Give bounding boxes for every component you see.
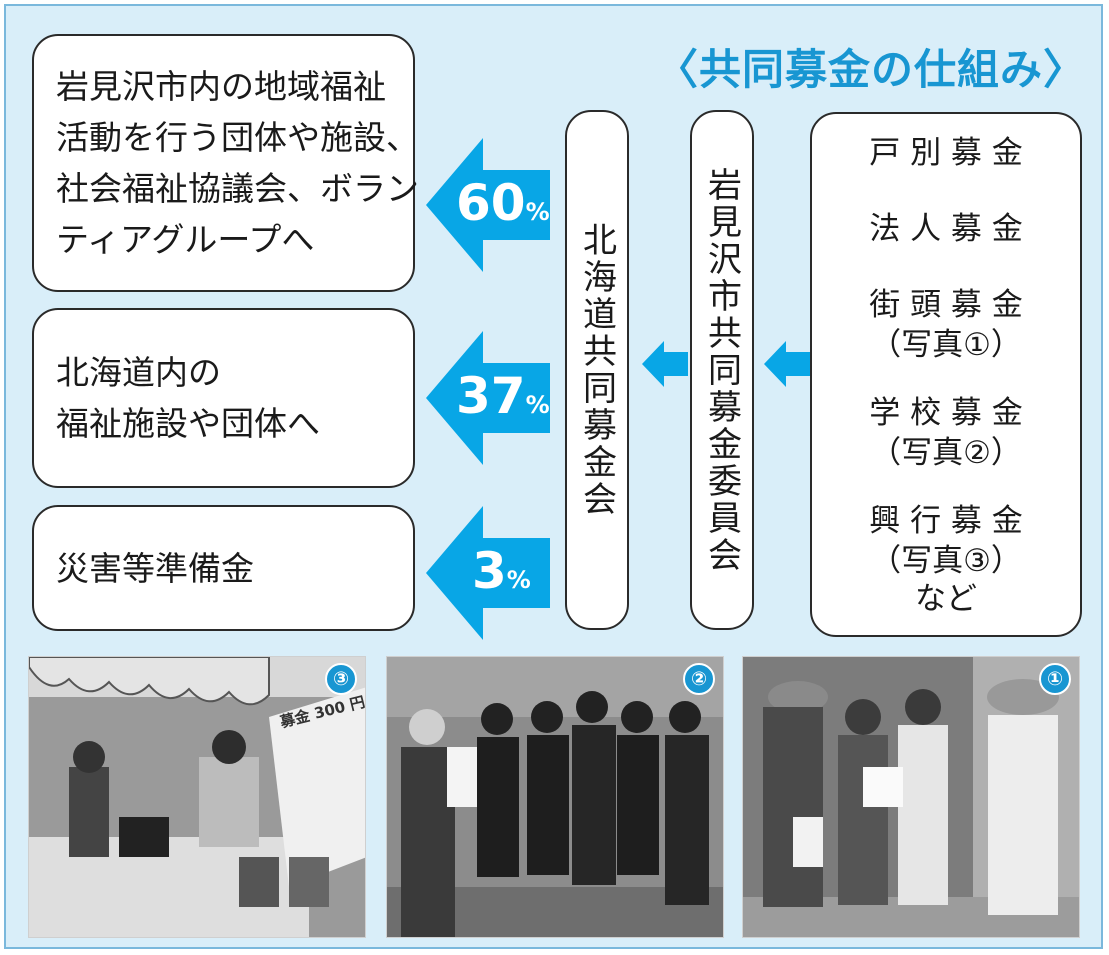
arrow-left-icon [426,506,550,640]
source-school-note: （写真②） [870,435,1022,471]
photo-badge-2: ② [683,663,715,695]
percent-label-60: 60% [456,174,550,232]
destination-line: 北海道内の [56,353,221,392]
destination-line: 岩見沢市内の地域福祉 [56,67,386,106]
source-event-note: （写真③） [870,543,1022,579]
event-stall-illustration [29,657,365,937]
source-household: 戸 別 募 金 [869,135,1023,171]
destination-line: 活動を行う団体や施設、 [56,118,419,157]
source-street: 街 頭 募 金 [869,287,1023,323]
photo-street-fundraising: ① [742,656,1080,938]
destination-line: 災害等準備金 [56,548,254,588]
diagram-frame: 〈共同募金の仕組み〉 岩見沢市内の地域福祉 活動を行う団体や施設、 社会福祉協議… [4,4,1103,949]
sources-box: 戸 別 募 金 法 人 募 金 街 頭 募 金 （写真①） 学 校 募 金 （写… [810,112,1082,637]
arrow-left-icon [426,331,550,465]
source-etc: など [915,581,977,617]
destination-line: 社会福祉協議会、ボラン [56,169,419,208]
source-corporate: 法 人 募 金 [869,211,1023,247]
destination-line: 福祉施設や団体へ [56,404,320,443]
hokkaido-council-box: 北海道共同募金会 [565,110,629,630]
school-group-illustration [387,657,723,937]
source-event: 興 行 募 金 [869,503,1023,539]
destination-line: ティアグループへ [56,220,315,259]
street-fundraising-illustration [743,657,1079,937]
arrow-left-icon [764,341,810,387]
destination-box-hokkaido: 北海道内の 福祉施設や団体へ [32,308,415,488]
photo-event-fundraising: 募金 300 円 ③ [28,656,366,938]
diagram-title: 〈共同募金の仕組み〉 [655,45,1086,94]
photo-badge-3: ③ [325,663,357,695]
percent-label-3: 3% [472,542,531,600]
source-school: 学 校 募 金 [869,395,1023,431]
arrow-left-icon [642,341,688,387]
destination-box-local: 岩見沢市内の地域福祉 活動を行う団体や施設、 社会福祉協議会、ボラン ティアグル… [32,34,419,292]
arrow-left-icon [426,138,550,272]
destination-box-disaster: 災害等準備金 [32,505,415,631]
percent-label-37: 37% [456,367,550,425]
photo-school-fundraising: ② [386,656,724,938]
photo-badge-1: ① [1039,663,1071,695]
source-street-note: （写真①） [870,327,1022,363]
city-committee-box: 岩見沢市共同募金委員会 [690,110,754,630]
